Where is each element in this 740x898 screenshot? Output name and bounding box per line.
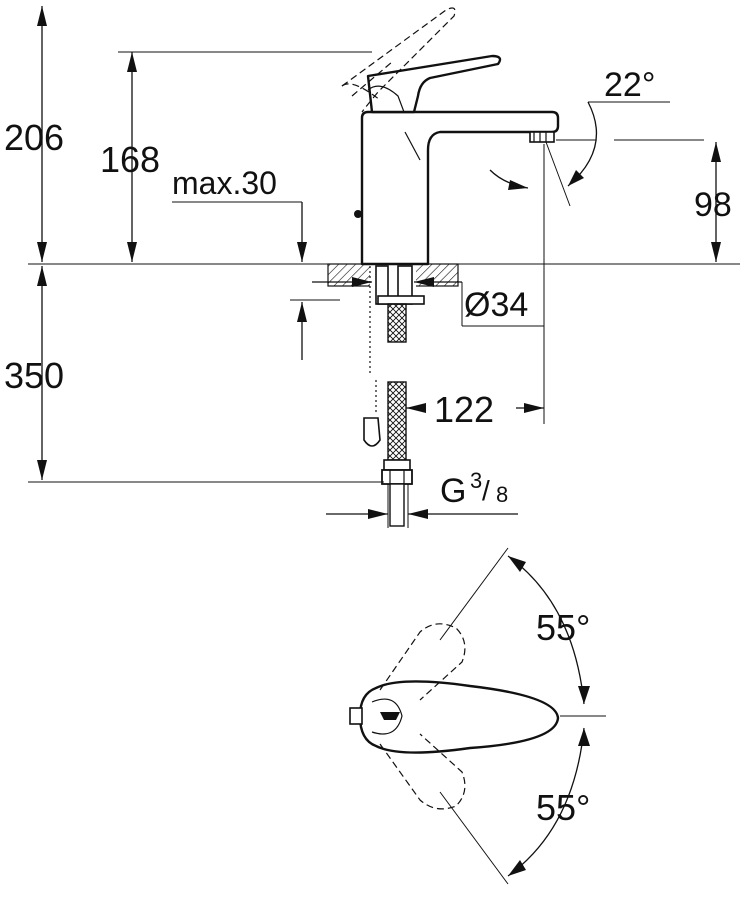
lever-raised-outline: [341, 7, 456, 113]
plan-lever-rotated-upper: [379, 623, 466, 701]
dim-thread-slash: /: [482, 475, 490, 506]
dim-diameter-34-label: Ø34: [464, 286, 528, 324]
dim-max-30: max.30: [172, 165, 340, 360]
plan-knob: [349, 707, 363, 725]
dim-122-label: 122: [434, 389, 494, 430]
plan-lever-rotated-lower: [379, 733, 466, 810]
faucet-body: [354, 110, 560, 266]
deck-section: [327, 262, 459, 288]
dim-350: 350: [4, 266, 384, 483]
dim-diameter-34: Ø34: [312, 277, 544, 327]
dim-122: 122: [406, 144, 545, 430]
lever-handle: [366, 54, 502, 114]
popup-knob: [354, 210, 362, 218]
plan-arc-upper: [507, 555, 585, 705]
elevation-view: 206 168 max.30 Ø34: [4, 6, 740, 528]
dim-168: 168: [100, 51, 372, 262]
plan-angle-lower-label: 55°: [536, 787, 590, 828]
dim-206-label: 206: [4, 117, 64, 158]
dim-98: 98: [694, 142, 732, 262]
dim-max-30-label: max.30: [172, 165, 277, 201]
dim-thread-letter: G: [440, 472, 466, 510]
plan-arc-lower: [507, 727, 585, 877]
dim-thread-denominator: 8: [496, 482, 508, 507]
dim-206: 206: [4, 6, 64, 262]
plan-angle-upper-label: 55°: [536, 607, 590, 648]
dim-98-label: 98: [694, 186, 732, 224]
plan-view: 55° 55°: [349, 547, 606, 885]
dim-angle-22: 22°: [489, 66, 704, 207]
supply-hoses: [363, 265, 425, 527]
dim-thread-g38: G 3 / 8: [326, 468, 518, 528]
dim-thread-numerator: 3: [470, 468, 482, 493]
dim-angle-22-label: 22°: [604, 66, 655, 104]
dim-168-label: 168: [100, 139, 160, 180]
aerator: [529, 131, 555, 143]
dim-350-label: 350: [4, 355, 64, 396]
